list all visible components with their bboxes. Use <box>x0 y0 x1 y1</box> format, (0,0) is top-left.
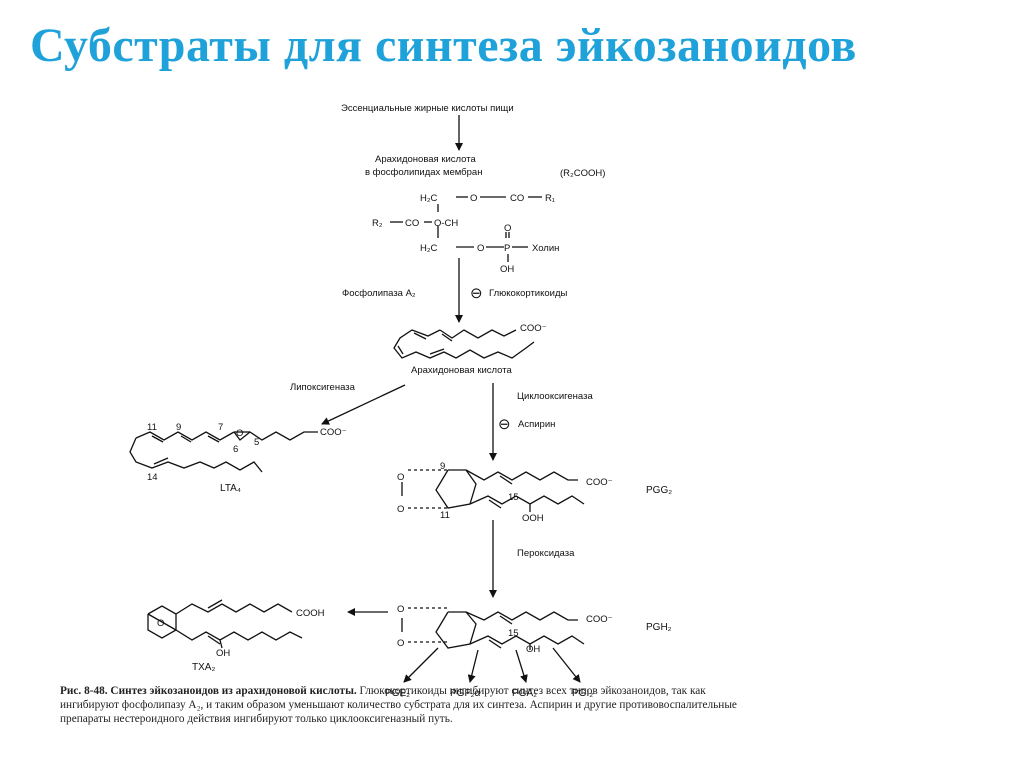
figure-caption: Рис. 8-48. Синтез эйкозаноидов из арахид… <box>60 684 750 726</box>
pgf2a-label: PGF₂α <box>450 688 480 699</box>
lipoxygenase-label: Липоксигеназа <box>290 382 356 393</box>
arrow-to-pge2 <box>403 647 439 683</box>
lta-6-label: 6 <box>233 444 238 455</box>
pgh2-structure <box>401 607 585 650</box>
membrane-aa-label-1: Арахидоновая кислота <box>375 154 477 165</box>
lta-5-label: 5 <box>254 437 259 448</box>
h2c-bottom-label: H₂C <box>420 243 438 254</box>
membrane-aa-label-2: в фосфолипидах мембран <box>365 167 482 178</box>
pgg-15-label: 15 <box>508 492 519 503</box>
pge2-label: PGE₂ <box>385 688 410 699</box>
txa-o-label: O <box>157 618 164 629</box>
txa2-structure <box>147 599 303 649</box>
lta-o-label: O <box>236 428 243 439</box>
phospholipase-label: Фосфолипаза A₂ <box>342 288 416 299</box>
essential-acids-label: Эссенциальные жирные кислоты пищи <box>341 103 514 114</box>
lta4-label: LTA₄ <box>220 483 241 494</box>
lta-coo-label: COO⁻ <box>320 427 347 438</box>
cyclooxygenase-label: Циклооксигеназа <box>517 391 593 402</box>
arrow-to-pgf2a <box>467 649 479 683</box>
r2cooh-label: (R₂COOH) <box>560 168 605 179</box>
caption-text: Глюкокортикоиды ингибируют синтез всех т… <box>60 685 737 725</box>
o-2-label: O <box>477 243 484 254</box>
p-label: P <box>504 243 510 254</box>
aspirin-label: Аспирин <box>518 419 555 430</box>
pgg-o-bottom-label: O <box>397 504 404 515</box>
txa-cooh-label: COOH <box>296 608 325 619</box>
inhibit-icon: ⊖ <box>470 285 483 302</box>
pgg2-label: PGG₂ <box>646 485 672 496</box>
lta-14-label: 14 <box>147 472 158 483</box>
coo-aa-label: COO⁻ <box>520 323 547 334</box>
txa-oh-label: OH <box>216 648 230 659</box>
pgg-11-label: 11 <box>440 510 450 521</box>
o-1-label: O <box>470 193 477 204</box>
co-2-label: CO <box>405 218 419 229</box>
pgh-o-bottom-label: O <box>397 638 404 649</box>
o-ch-label: O-CH <box>434 218 458 229</box>
arachidonic-acid-structure <box>393 329 535 359</box>
co-1-label: CO <box>510 193 524 204</box>
choline-label: Холин <box>532 243 559 254</box>
pgh-o-top-label: O <box>397 604 404 615</box>
lta-11-label: 11 <box>147 422 157 433</box>
pgg-o-top-label: O <box>397 472 404 483</box>
pgg-coo-label: COO⁻ <box>586 477 613 488</box>
arachidonic-acid-label: Арахидоновая кислота <box>411 365 513 376</box>
pgg2-structure <box>401 469 585 512</box>
lta-7-label: 7 <box>218 422 223 433</box>
pgh-oh-label: OH <box>526 644 540 655</box>
arrow-to-pga2 <box>515 649 528 683</box>
pgi2-label: PGI₂ <box>572 688 593 699</box>
oh-p-label: OH <box>500 264 514 275</box>
r1-label: R₁ <box>545 193 555 204</box>
h2c-top-label: H₂C <box>420 193 438 204</box>
arrow-lipoxygenase <box>321 384 406 425</box>
pgh-15-label: 15 <box>508 628 519 639</box>
lta4-structure <box>129 431 318 473</box>
r2-label: R₂ <box>372 218 383 229</box>
caption-heading: Рис. 8-48. Синтез эйкозаноидов из арахид… <box>60 685 357 697</box>
txa2-label: TXA₂ <box>192 662 215 673</box>
glucocorticoids-label: Глюкокортикоиды <box>489 288 568 299</box>
pga2-label: PGA₂ <box>512 688 537 699</box>
pgh-coo-label: COO⁻ <box>586 614 613 625</box>
inhibit-icon: ⊖ <box>498 416 511 433</box>
pgg-ooh-label: OOH <box>522 513 544 524</box>
phospholipid-structure <box>390 196 542 262</box>
pgg-9-label: 9 <box>440 461 445 472</box>
arrow-to-pgi2 <box>552 647 581 683</box>
lta-9-label: 9 <box>176 422 181 433</box>
o-double-label: O <box>504 223 511 234</box>
peroxidase-label: Пероксидаза <box>517 548 575 559</box>
pgh2-label: PGH₂ <box>646 622 672 633</box>
slide-title: Субстраты для синтеза эйкозаноидов <box>30 19 857 72</box>
